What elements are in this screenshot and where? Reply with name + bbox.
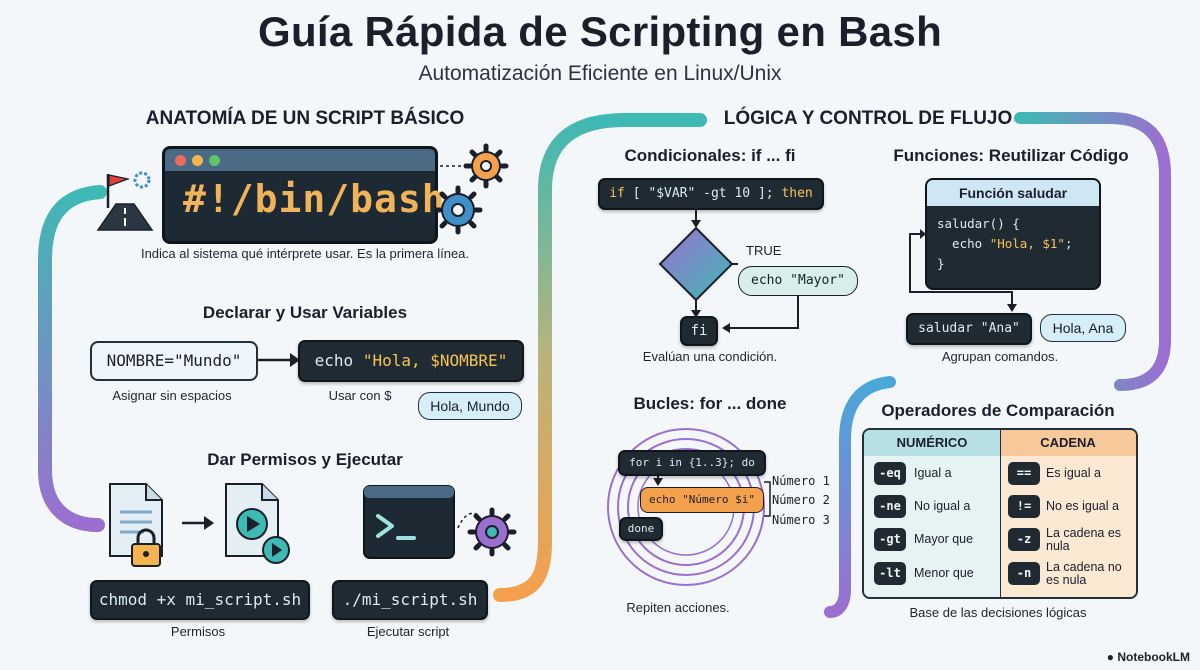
if-condition: [ "$VAR" -gt 10 ];	[624, 186, 782, 201]
arrow-right-icon	[258, 353, 300, 367]
string-header: CADENA	[1000, 430, 1136, 456]
conditional-flowchart	[658, 208, 799, 333]
shebang-code: #!/bin/bash	[183, 177, 446, 221]
conditionals-caption: Evalúan una condición.	[642, 349, 778, 364]
right-flow-path	[824, 376, 896, 618]
op-equals: ==	[1008, 462, 1040, 485]
shebang-window: #!/bin/bash	[162, 146, 445, 244]
op-gt-label: Mayor que	[914, 532, 974, 546]
brand-footer: ● NotebookLM	[1107, 650, 1190, 664]
use-caption: Usar con $	[328, 388, 392, 403]
function-line-2-string: "Hola, $1"	[989, 236, 1065, 251]
function-call-code: saludar "Ana"	[906, 313, 1032, 345]
function-line-1: saludar() {	[937, 216, 1020, 231]
loop-bracket	[764, 481, 771, 517]
window-titlebar	[165, 149, 435, 171]
middle-flow-path	[493, 113, 707, 602]
section-title-logic: LÓGICA Y CONTROL DE FLUJO	[723, 108, 1013, 129]
function-window-title: Función saludar	[927, 180, 1099, 206]
op-lt-label: Menor que	[914, 566, 974, 580]
flag-road-icon	[96, 171, 154, 231]
gear-icon	[436, 143, 509, 235]
function-code: saludar() { echo "Hola, $1"; }	[937, 214, 1072, 274]
assign-code: NOMBRE="Mundo"	[90, 341, 258, 381]
operators-caption: Base de las decisiones lógicas	[909, 605, 1087, 620]
operators-title: Operadores de Comparación	[881, 401, 1115, 420]
run-code: ./mi_script.sh	[332, 580, 488, 620]
chmod-code: chmod +x mi_script.sh	[90, 580, 310, 620]
op-gt: -gt	[874, 528, 906, 551]
terminal-icon	[363, 485, 517, 559]
echo-numero-code: echo "Número $i"	[640, 487, 764, 513]
loop-output-2: Número 2	[772, 493, 830, 507]
window-dot-red	[175, 155, 186, 166]
document-play-icon	[225, 483, 290, 564]
op-ne: -ne	[874, 495, 906, 518]
document-lock-icon	[109, 483, 163, 567]
function-window: Función saludar saludar() { echo "Hola, …	[925, 178, 1101, 290]
diamond-decision-icon	[658, 226, 734, 302]
conditionals-title: Condicionales: if ... fi	[624, 146, 796, 165]
permissions-title: Dar Permisos y Ejecutar	[207, 450, 403, 469]
echo-mayor-code: echo "Mayor"	[738, 266, 858, 296]
function-call-arrows	[909, 229, 1017, 312]
op-equals-label: Es igual a	[1046, 466, 1101, 480]
use-code: echo "Hola, $NOMBRE"	[298, 340, 524, 382]
loop-output-3: Número 3	[772, 513, 830, 527]
run-caption: Ejecutar script	[366, 624, 450, 639]
done-code: done	[619, 517, 663, 541]
left-flow-path	[38, 185, 107, 532]
function-line-2-suffix: ;	[1064, 236, 1073, 251]
fi-code: fi	[680, 316, 718, 346]
use-code-prefix: echo	[314, 351, 363, 370]
arrow-right-icon	[182, 516, 214, 530]
if-keyword: if	[609, 186, 625, 201]
column-divider	[1000, 430, 1001, 597]
then-keyword: then	[781, 186, 813, 201]
brand-label: NotebookLM	[1117, 650, 1190, 664]
op-lt: -lt	[874, 562, 906, 585]
op-eq-label: Igual a	[914, 466, 952, 480]
function-output-bubble: Hola, Ana	[1040, 314, 1126, 342]
function-line-3: }	[937, 256, 945, 271]
if-code: if [ "$VAR" -gt 10 ]; then	[598, 178, 824, 210]
loops-caption: Repiten acciones.	[626, 600, 730, 615]
shebang-caption: Indica al sistema qué intérprete usar. E…	[140, 246, 470, 261]
numeric-header: NUMÉRICO	[864, 430, 1000, 456]
variables-title: Declarar y Usar Variables	[202, 303, 408, 322]
op-n: -n	[1008, 562, 1040, 585]
variables-output-bubble: Hola, Mundo	[418, 392, 522, 420]
section-title-anatomy: ANATOMÍA DE UN SCRIPT BÁSICO	[145, 108, 465, 129]
functions-title: Funciones: Reutilizar Código	[893, 146, 1129, 165]
top-flow-path	[1014, 112, 1171, 391]
window-dot-green	[209, 155, 220, 166]
assign-caption: Asignar sin espacios	[112, 388, 232, 403]
functions-caption: Agrupan comandos.	[941, 349, 1059, 364]
op-eq: -eq	[874, 462, 906, 485]
loop-output-1: Número 1	[772, 474, 830, 488]
op-ne-label: No igual a	[914, 499, 971, 513]
window-dot-yellow	[192, 155, 203, 166]
chmod-caption: Permisos	[170, 624, 226, 639]
for-code: for i in {1..3}; do	[618, 450, 766, 476]
true-label: TRUE	[746, 243, 782, 258]
op-not-equals-label: No es igual a	[1046, 499, 1119, 513]
op-z: -z	[1008, 528, 1040, 551]
operators-table: NUMÉRICO CADENA -eq Igual a -ne No igual…	[862, 428, 1138, 599]
op-not-equals: !=	[1008, 495, 1040, 518]
loops-title: Bucles: for ... done	[633, 394, 787, 413]
function-line-2-prefix: echo	[937, 236, 990, 251]
op-z-label: La cadena es nula	[1046, 526, 1122, 553]
notebooklm-icon: ●	[1106, 650, 1114, 664]
use-code-string: "Hola, $NOMBRE"	[362, 351, 508, 370]
page-subtitle: Automatización Eficiente en Linux/Unix	[418, 62, 782, 85]
page-title: Guía Rápida de Scripting en Bash	[257, 8, 943, 55]
op-n-label: La cadena no es nula	[1046, 560, 1122, 587]
